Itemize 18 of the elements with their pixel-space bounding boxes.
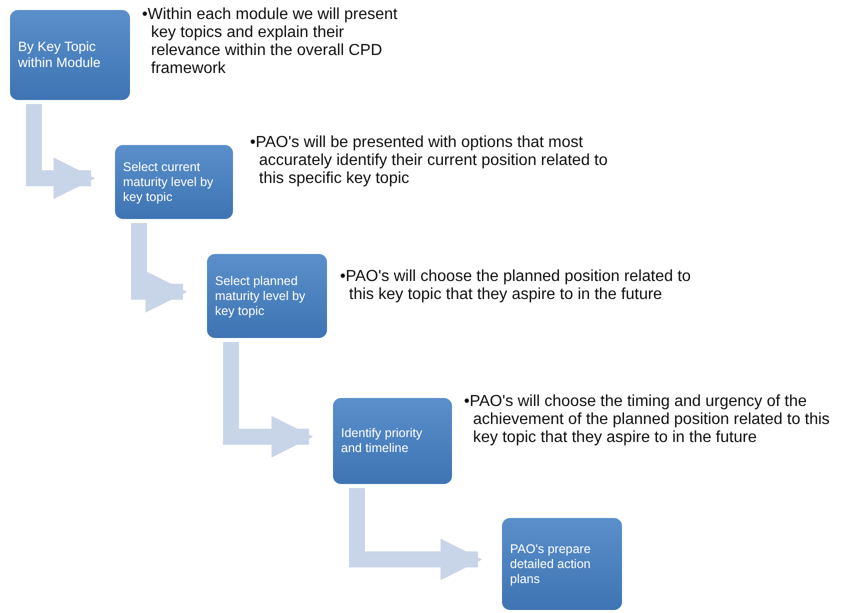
bent-arrow: [349, 488, 482, 580]
bent-arrow: [26, 104, 96, 200]
box-label: Identify priority and timeline: [341, 426, 424, 456]
box-label: Select planned maturity level by key topic: [215, 274, 306, 318]
process-box: [333, 398, 452, 484]
bullet-text: •PAO's will choose the planned position related to this key topic that they aspire to in the future: [340, 268, 692, 304]
bullet-text: •PAO's will choose the timing and urgency of the achievement of the planned position related to this key topic that they aspire to in the future: [464, 393, 831, 447]
box-label: PAO's prepare detailed action plans: [510, 542, 592, 586]
process-box: [502, 518, 622, 610]
bullet-text: •PAO's will be presented with options that most accurately identify their current position related to this specific key topic: [250, 134, 609, 188]
box-label: By Key Topic within Module: [18, 38, 102, 72]
bullet-text: •Within each module we will present key topics and explain their relevance within the overall CPD framework: [142, 6, 398, 78]
box-label: Select current maturity level by key topic: [123, 160, 214, 204]
process-box: [207, 254, 327, 338]
bent-arrow: [223, 342, 314, 458]
process-box: [115, 145, 233, 219]
process-box: [10, 10, 130, 100]
bent-arrow: [131, 223, 188, 313]
